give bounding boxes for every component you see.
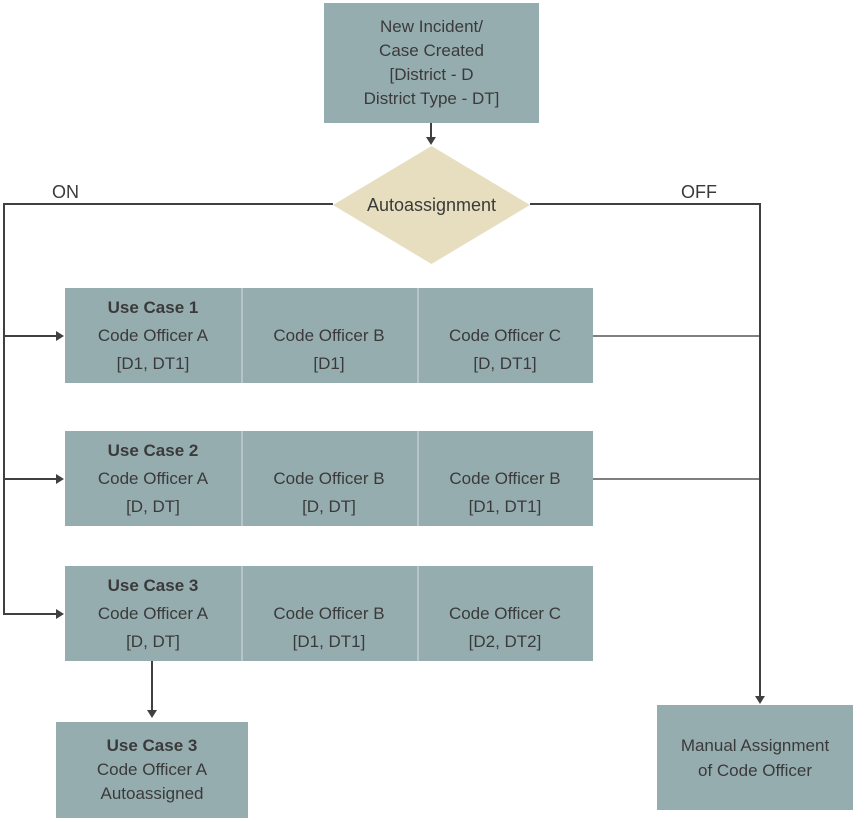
use-case-1-box: Use Case 1 Code Officer A [D1, DT1] Code…: [65, 288, 593, 383]
officer-criteria: [D, DT]: [302, 497, 356, 516]
officer-name: Code Officer C: [448, 326, 562, 345]
outcome-title: Use Case 3: [106, 736, 198, 755]
officer-criteria: [D2, DT2]: [468, 632, 542, 651]
connector-use-case-1-to-off-line: [593, 335, 759, 337]
officer-name: Code Officer A: [97, 326, 209, 345]
officer-cell: Use Case 2 Code Officer A [D, DT]: [65, 437, 241, 526]
officer-criteria: [D1]: [313, 354, 345, 373]
edge-to-use-case-1: [3, 335, 57, 337]
branch-label-on: ON: [52, 182, 79, 202]
column-separator: [241, 431, 243, 526]
use-case-title: Use Case 2: [107, 441, 199, 460]
edge-start-to-decision: [430, 123, 432, 139]
spacer: [241, 294, 417, 322]
start-node-line: New Incident/: [380, 17, 483, 36]
officer-cell: Code Officer C [D2, DT2]: [417, 572, 593, 661]
edge-on-horizontal: [3, 203, 333, 205]
start-node-line: District Type - DT]: [363, 89, 500, 108]
officer-name: Code Officer C: [448, 604, 562, 623]
edge-to-use-case-2: [3, 478, 57, 480]
officer-name: Code Officer B: [273, 469, 385, 488]
spacer: [417, 572, 593, 600]
start-node-new-incident: New Incident/ Case Created [District - D…: [324, 3, 539, 123]
officer-criteria: [D1, DT1]: [292, 632, 366, 651]
column-separator: [241, 288, 243, 383]
spacer: [241, 572, 417, 600]
start-node-line: [District - D: [389, 65, 474, 84]
arrowhead-into-use-case-3: [56, 609, 64, 619]
start-node-line: Case Created: [379, 41, 484, 60]
officer-cell: Code Officer B [D, DT]: [241, 437, 417, 526]
officer-cell: Code Officer B [D1]: [241, 294, 417, 383]
officer-criteria: [D, DT1]: [473, 354, 537, 373]
decision-diamond: Autoassignment: [333, 146, 530, 264]
arrowhead-into-use-case-2: [56, 474, 64, 484]
decision-label: Autoassignment: [366, 194, 497, 215]
officer-name: Code Officer B: [273, 604, 385, 623]
arrowhead-into-use-case-1: [56, 331, 64, 341]
officer-cell: Use Case 1 Code Officer A [D1, DT1]: [65, 294, 241, 383]
manual-assignment-box: Manual Assignment of Code Officer: [657, 705, 853, 810]
column-separator: [241, 566, 243, 661]
spacer: [417, 294, 593, 322]
officer-criteria: [D, DT]: [126, 632, 180, 651]
officer-name: Code Officer A: [97, 604, 209, 623]
arrowhead-into-manual-assignment: [755, 696, 765, 704]
branch-label-off: OFF: [681, 182, 717, 202]
edge-use-case-3-to-outcome: [151, 661, 153, 711]
edge-on-vertical: [3, 203, 5, 614]
edge-off-vertical: [759, 203, 761, 697]
officer-name: Code Officer A: [97, 469, 209, 488]
officer-cell: Code Officer B [D1, DT1]: [417, 437, 593, 526]
column-separator: [417, 566, 419, 661]
spacer: [417, 437, 593, 465]
officer-criteria: [D1, DT1]: [116, 354, 190, 373]
use-case-title: Use Case 3: [107, 576, 199, 595]
use-case-3-box: Use Case 3 Code Officer A [D, DT] Code O…: [65, 566, 593, 661]
outcome-line: Autoassigned: [100, 784, 204, 803]
edge-to-use-case-3: [3, 613, 57, 615]
column-separator: [417, 288, 419, 383]
manual-assignment-line: Manual Assignment: [680, 735, 830, 755]
officer-cell: Use Case 3 Code Officer A [D, DT]: [65, 572, 241, 661]
connector-use-case-2-to-off-line: [593, 478, 759, 480]
outcome-line: Code Officer A: [96, 760, 208, 779]
arrowhead-into-decision: [426, 137, 436, 145]
officer-cell: Code Officer C [D, DT1]: [417, 294, 593, 383]
officer-name: Code Officer B: [449, 469, 561, 488]
manual-assignment-line: of Code Officer: [697, 760, 813, 780]
edge-off-horizontal: [530, 203, 760, 205]
officer-cell: Code Officer B [D1, DT1]: [241, 572, 417, 661]
decision-diamond-shape: [333, 146, 530, 264]
use-case-2-box: Use Case 2 Code Officer A [D, DT] Code O…: [65, 431, 593, 526]
officer-criteria: [D1, DT1]: [468, 497, 542, 516]
arrowhead-into-outcome: [147, 710, 157, 718]
column-separator: [417, 431, 419, 526]
outcome-autoassigned-box: Use Case 3 Code Officer A Autoassigned: [56, 722, 248, 818]
spacer: [241, 437, 417, 465]
use-case-title: Use Case 1: [107, 298, 199, 317]
officer-name: Code Officer B: [273, 326, 385, 345]
officer-criteria: [D, DT]: [126, 497, 180, 516]
